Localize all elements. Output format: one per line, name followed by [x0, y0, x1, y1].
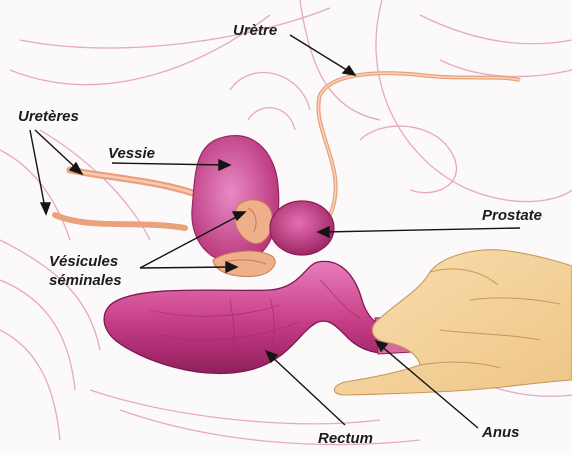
urethra-tube — [318, 73, 520, 215]
label-vessie: Vessie — [108, 145, 155, 162]
prostate-shape — [270, 201, 334, 255]
label-vesicules-line2: séminales — [49, 271, 122, 290]
label-rectum: Rectum — [318, 430, 373, 447]
label-prostate: Prostate — [482, 207, 542, 224]
ureter-tube-lower — [55, 215, 185, 228]
label-ureteres: Uretères — [18, 108, 79, 125]
bladder-shape — [192, 136, 279, 263]
label-vesicules-seminales: Vésicules séminales — [49, 252, 122, 290]
rectum-shape — [104, 261, 398, 373]
label-anus: Anus — [482, 424, 520, 441]
label-uretre: Urètre — [233, 22, 277, 39]
label-vesicules-line1: Vésicules — [49, 252, 122, 271]
